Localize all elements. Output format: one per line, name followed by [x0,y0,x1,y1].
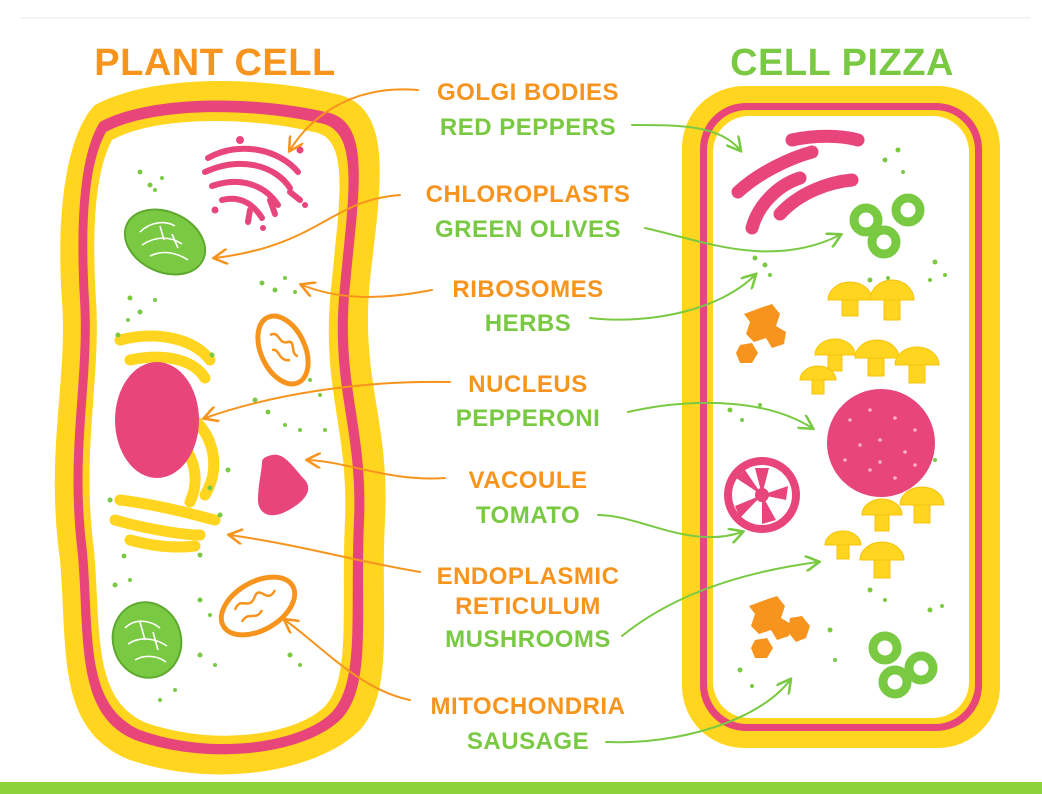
label-sausage: SAUSAGE [467,728,589,755]
plant-cell-title: PLANT CELL [94,42,335,84]
labels: GOLGI BODIES RED PEPPERS CHLOROPLASTS GR… [426,79,631,755]
label-mushrooms: MUSHROOMS [445,626,611,653]
mitochondrion-upper [255,313,311,387]
label-reticulum: RETICULUM [455,593,601,620]
green-olives-top [849,193,925,259]
arrow-mushrooms [621,562,818,637]
golgi-bodies [202,145,303,225]
label-green-olives: GREEN OLIVES [435,216,621,243]
label-tomato: TOMATO [476,502,580,529]
vacuole [258,454,309,516]
nucleus [115,362,199,478]
arrow-red-peppers [631,124,740,150]
label-red-peppers: RED PEPPERS [440,114,616,141]
chloroplast-bottom [111,601,183,679]
chloroplast-top [123,208,207,276]
arrow-pepperoni [627,401,812,428]
mitochondrion-lower [218,574,298,638]
label-mitochondria: MITOCHONDRIA [431,693,626,720]
arrow-green-olives [644,227,840,253]
green-olives-bottom [868,631,938,699]
label-pepperoni: PEPPERONI [456,405,601,432]
mushrooms [799,279,945,579]
arrow-golgi [290,88,419,150]
arrow-nucleus [205,380,451,418]
arrow-tomato [597,514,742,537]
sausage [736,304,810,658]
ribosomes [112,169,327,702]
arrow-ribosomes [302,285,433,298]
label-ribosomes: RIBOSOMES [452,276,603,303]
arrow-mitochondria [285,620,411,701]
red-peppers [731,129,865,235]
arrow-er [230,535,421,573]
arrow-herbs [589,275,755,321]
label-herbs: HERBS [485,310,572,337]
tomato [724,457,800,533]
connectors [205,88,840,744]
label-nucleus: NUCLEUS [468,371,588,398]
arrow-chloroplast [215,194,401,258]
plant-cell [54,81,386,775]
label-endoplasmic: ENDOPLASMIC [437,563,620,590]
cell-pizza-title: CELL PIZZA [730,42,954,84]
arrow-vacuole [308,460,446,480]
label-chloroplasts: CHLOROPLASTS [426,181,631,208]
label-vacoule: VACOULE [468,467,587,494]
label-golgi-bodies: GOLGI BODIES [437,79,619,106]
cell-pizza [682,86,1000,748]
footer-strip [0,782,1042,794]
arrow-sausage [605,680,790,744]
er-ribosomes [107,332,231,559]
pepperoni [827,389,935,497]
